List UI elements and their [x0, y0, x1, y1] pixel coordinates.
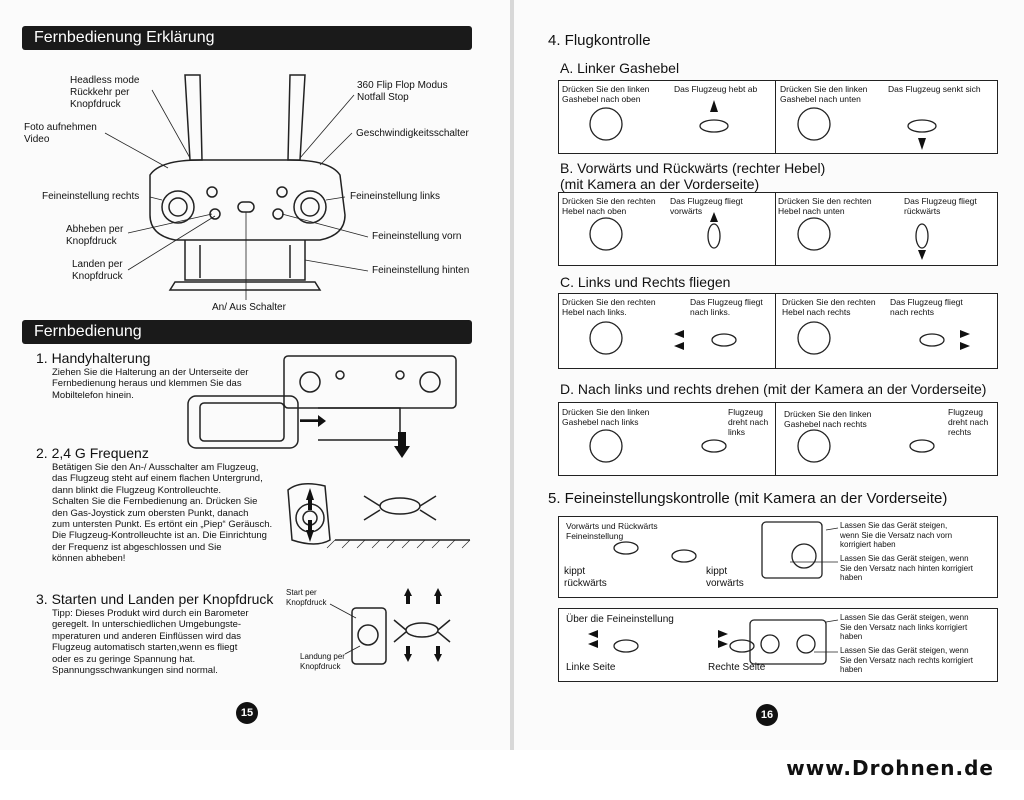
- item3-title: 3. Starten und Landen per Knopfdruck: [36, 591, 274, 607]
- label-foto: Foto aufnehmen Video: [24, 122, 97, 145]
- frequency-diagram: [287, 483, 471, 549]
- d-divider: [775, 403, 776, 475]
- section-c-title: C. Links und Rechts fliegen: [560, 274, 731, 290]
- a-cell-3: Drücken Sie den linken Gashebel nach unt…: [780, 84, 868, 104]
- c-cell-1: Drücken Sie den rechten Hebel nach links…: [562, 297, 656, 317]
- a-divider: [775, 81, 776, 153]
- page-number-left: 15: [236, 702, 258, 724]
- fine2-label: Über die Feineinstellung: [566, 614, 674, 625]
- left-page: Fernbedienung Erklärung: [0, 0, 510, 750]
- remote-controller-diagram: [104, 74, 369, 300]
- section-d-title: D. Nach links und rechts drehen (mit der…: [560, 381, 987, 397]
- fine2-note-2: Lassen Sie das Gerät steigen, wenn Sie d…: [840, 646, 973, 674]
- fine1-note-1: Lassen Sie das Gerät steigen, wenn Sie d…: [840, 521, 953, 549]
- footer-website: www.Drohnen.de: [786, 756, 994, 780]
- fine-tuning-diagrams: [588, 521, 839, 665]
- item2-text: Betätigen Sie den An-/ Ausschalter am Fl…: [52, 462, 273, 565]
- a-cell-1: Drücken Sie den linken Gashebel nach obe…: [562, 84, 650, 104]
- label-fein-vorn: Feineinstellung vorn: [372, 231, 462, 242]
- flight-control-diagrams: [589, 100, 970, 463]
- label-fein-hinten: Feineinstellung hinten: [372, 265, 470, 276]
- title-fine-tuning: 5. Feineinstellungskontrolle (mit Kamera…: [548, 490, 948, 507]
- c-cell-4: Das Flugzeug fliegt nach rechts: [890, 297, 963, 317]
- section-a-box: [558, 80, 998, 154]
- d-cell-3: Drücken Sie den linken Gashebel nach rec…: [784, 409, 872, 429]
- landung-label: Landung per Knopfdruck: [300, 652, 345, 671]
- section-b-title: B. Vorwärts und Rückwärts (rechter Hebel…: [560, 160, 826, 192]
- item3-text: Tipp: Dieses Produkt wird durch ein Baro…: [52, 608, 249, 677]
- c-divider: [775, 294, 776, 368]
- label-headless: Headless mode Rückkehr per Knopfdruck: [70, 75, 140, 110]
- d-cell-2: Flugzeug dreht nach links: [728, 407, 769, 437]
- b-cell-1: Drücken Sie den rechten Hebel nach oben: [562, 196, 656, 216]
- title-flight-control: 4. Flugkontrolle: [548, 32, 651, 49]
- section-b-box: [558, 192, 998, 266]
- b-cell-4: Das Flugzeug fliegt rückwärts: [904, 196, 977, 216]
- takeoff-landing-diagram: [329, 588, 451, 665]
- a-cell-2: Das Flugzeug hebt ab: [674, 84, 758, 94]
- item2-title: 2. 2,4 G Frequenz: [36, 445, 149, 461]
- section-d-box: [558, 402, 998, 476]
- b-cell-2: Das Flugzeug fliegt vorwärts: [670, 196, 743, 216]
- label-flip: 360 Flip Flop Modus Notfall Stop: [357, 80, 448, 103]
- start-label: Start per Knopfdruck: [286, 588, 327, 607]
- d-cell-4: Flugzeug dreht nach rechts: [948, 407, 989, 437]
- label-an-aus: An/ Aus Schalter: [212, 302, 286, 313]
- page-gutter: [510, 0, 514, 750]
- c-cell-3: Drücken Sie den rechten Hebel nach recht…: [782, 297, 876, 317]
- a-cell-4: Das Flugzeug senkt sich: [888, 84, 981, 94]
- fine1-kippt-v: kippt vorwärts: [706, 566, 744, 589]
- fine2-linke: Linke Seite: [566, 662, 616, 673]
- b-cell-3: Drücken Sie den rechten Hebel nach unten: [778, 196, 872, 216]
- label-abheben: Abheben per Knopfdruck: [66, 224, 124, 247]
- page-number-right: 16: [756, 704, 778, 726]
- label-fein-rechts: Feineinstellung rechts: [42, 191, 140, 202]
- fine1-label: Vorwärts und Rückwärts Feineinstellung: [566, 521, 658, 541]
- label-landen: Landen per Knopfdruck: [72, 259, 123, 282]
- c-cell-2: Das Flugzeug fliegt nach links.: [690, 297, 763, 317]
- right-page: 4. Flugkontrolle A. Linker Gashebel Drüc…: [514, 0, 1024, 750]
- phone-holder-diagram: [187, 355, 457, 458]
- d-cell-1: Drücken Sie den linken Gashebel nach lin…: [562, 407, 650, 427]
- fine1-kippt-r: kippt rückwärts: [564, 566, 607, 589]
- item1-title: 1. Handyhalterung: [36, 350, 151, 366]
- label-fein-links: Feineinstellung links: [350, 191, 441, 202]
- item1-text: Ziehen Sie die Halterung an der Untersei…: [52, 367, 249, 401]
- fine-box-1: [558, 516, 998, 598]
- section-title-remote: Fernbedienung: [22, 320, 472, 344]
- section-title-remote-explanation: Fernbedienung Erklärung: [22, 26, 472, 50]
- b-divider: [775, 193, 776, 265]
- fine2-rechte: Rechte Seite: [708, 662, 766, 673]
- label-speed: Geschwindigkeitsschalter: [356, 128, 469, 139]
- section-a-title: A. Linker Gashebel: [560, 60, 680, 76]
- section-c-box: [558, 293, 998, 369]
- fine2-note-1: Lassen Sie das Gerät steigen, wenn Sie d…: [840, 613, 969, 641]
- fine1-note-2: Lassen Sie das Gerät steigen, wenn Sie d…: [840, 554, 973, 582]
